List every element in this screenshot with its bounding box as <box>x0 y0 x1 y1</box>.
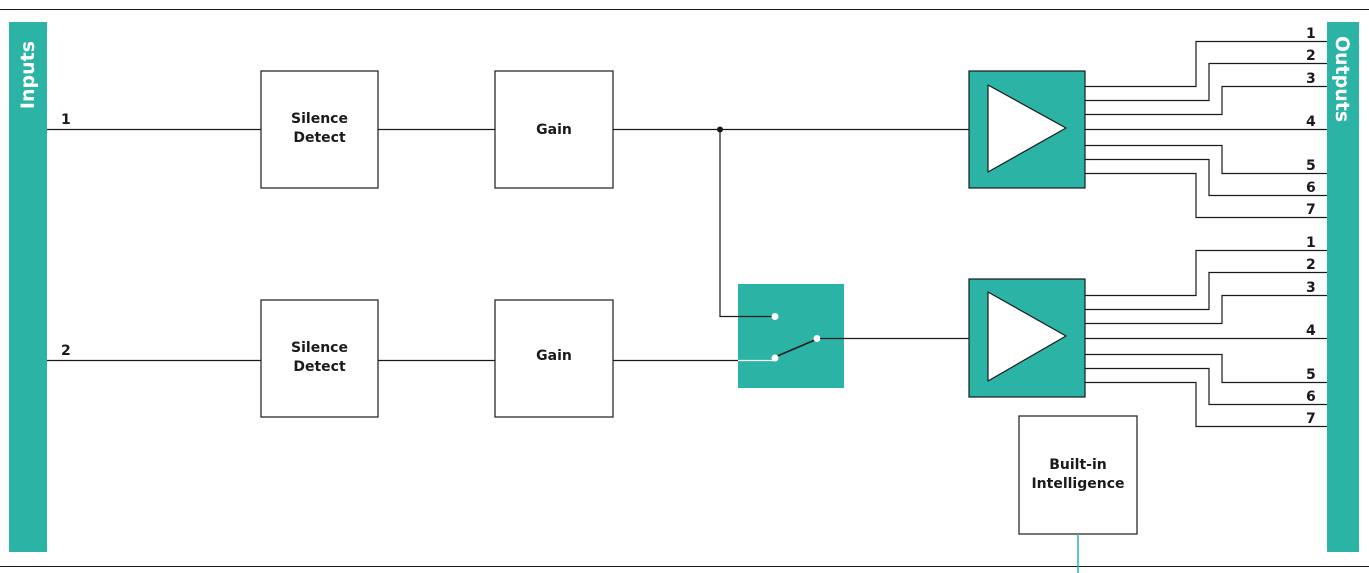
silence-detect-label-1b: Detect <box>293 130 346 146</box>
gain-box-1 <box>494 70 614 189</box>
amp1-output-7: 7 <box>1306 202 1316 218</box>
gain-label-1: Gain <box>536 122 572 138</box>
amp1-output-3: 3 <box>1306 71 1316 87</box>
input-number-1: 1 <box>61 112 71 128</box>
outputs-bar: Outputs <box>1327 22 1359 552</box>
silence-detect-label-2b: Detect <box>293 359 346 375</box>
gain-box-2 <box>494 299 614 418</box>
amplifier-1-outputs: 1 2 3 4 5 6 7 <box>1085 26 1327 219</box>
silence-detect-box-2 <box>260 299 379 418</box>
inputs-bar: Inputs <box>9 22 47 552</box>
silence-detect-label-2: Silence <box>291 340 348 356</box>
intelligence-label-1: Built-in <box>1049 457 1107 473</box>
gain-label-2: Gain <box>536 348 572 364</box>
amp1-output-2: 2 <box>1306 48 1316 64</box>
amp1-output-5: 5 <box>1306 158 1316 174</box>
amp2-output-3: 3 <box>1306 280 1316 296</box>
amp2-output-4: 4 <box>1306 323 1316 339</box>
built-in-intelligence-box: Built-in Intelligence <box>1018 415 1138 573</box>
input-channel-2: 2 Silence Detect Gain <box>47 299 739 418</box>
input-channel-1: 1 Silence Detect Gain <box>47 70 969 318</box>
amp2-output-1: 1 <box>1306 235 1316 251</box>
silence-detect-label-1: Silence <box>291 111 348 127</box>
amplifier-2 <box>968 278 1086 398</box>
inputs-label: Inputs <box>17 41 39 109</box>
intelligence-label-2: Intelligence <box>1031 476 1124 492</box>
input-number-2: 2 <box>61 343 71 359</box>
amp2-output-5: 5 <box>1306 367 1316 383</box>
amp2-output-7: 7 <box>1306 411 1316 427</box>
amp1-output-6: 6 <box>1306 180 1316 196</box>
amp2-output-6: 6 <box>1306 389 1316 405</box>
amplifier-triangle-icon <box>987 84 1067 173</box>
amplifier-triangle-icon <box>987 291 1067 382</box>
amp1-output-4: 4 <box>1306 114 1316 130</box>
outputs-label: Outputs <box>1331 36 1353 122</box>
amp1-output-1: 1 <box>1306 26 1316 42</box>
changeover-switch-icon <box>738 284 844 388</box>
amplifier-2-outputs: 1 2 3 4 5 6 7 <box>1085 235 1327 428</box>
amplifier-1 <box>968 70 1086 189</box>
amp2-output-2: 2 <box>1306 257 1316 273</box>
